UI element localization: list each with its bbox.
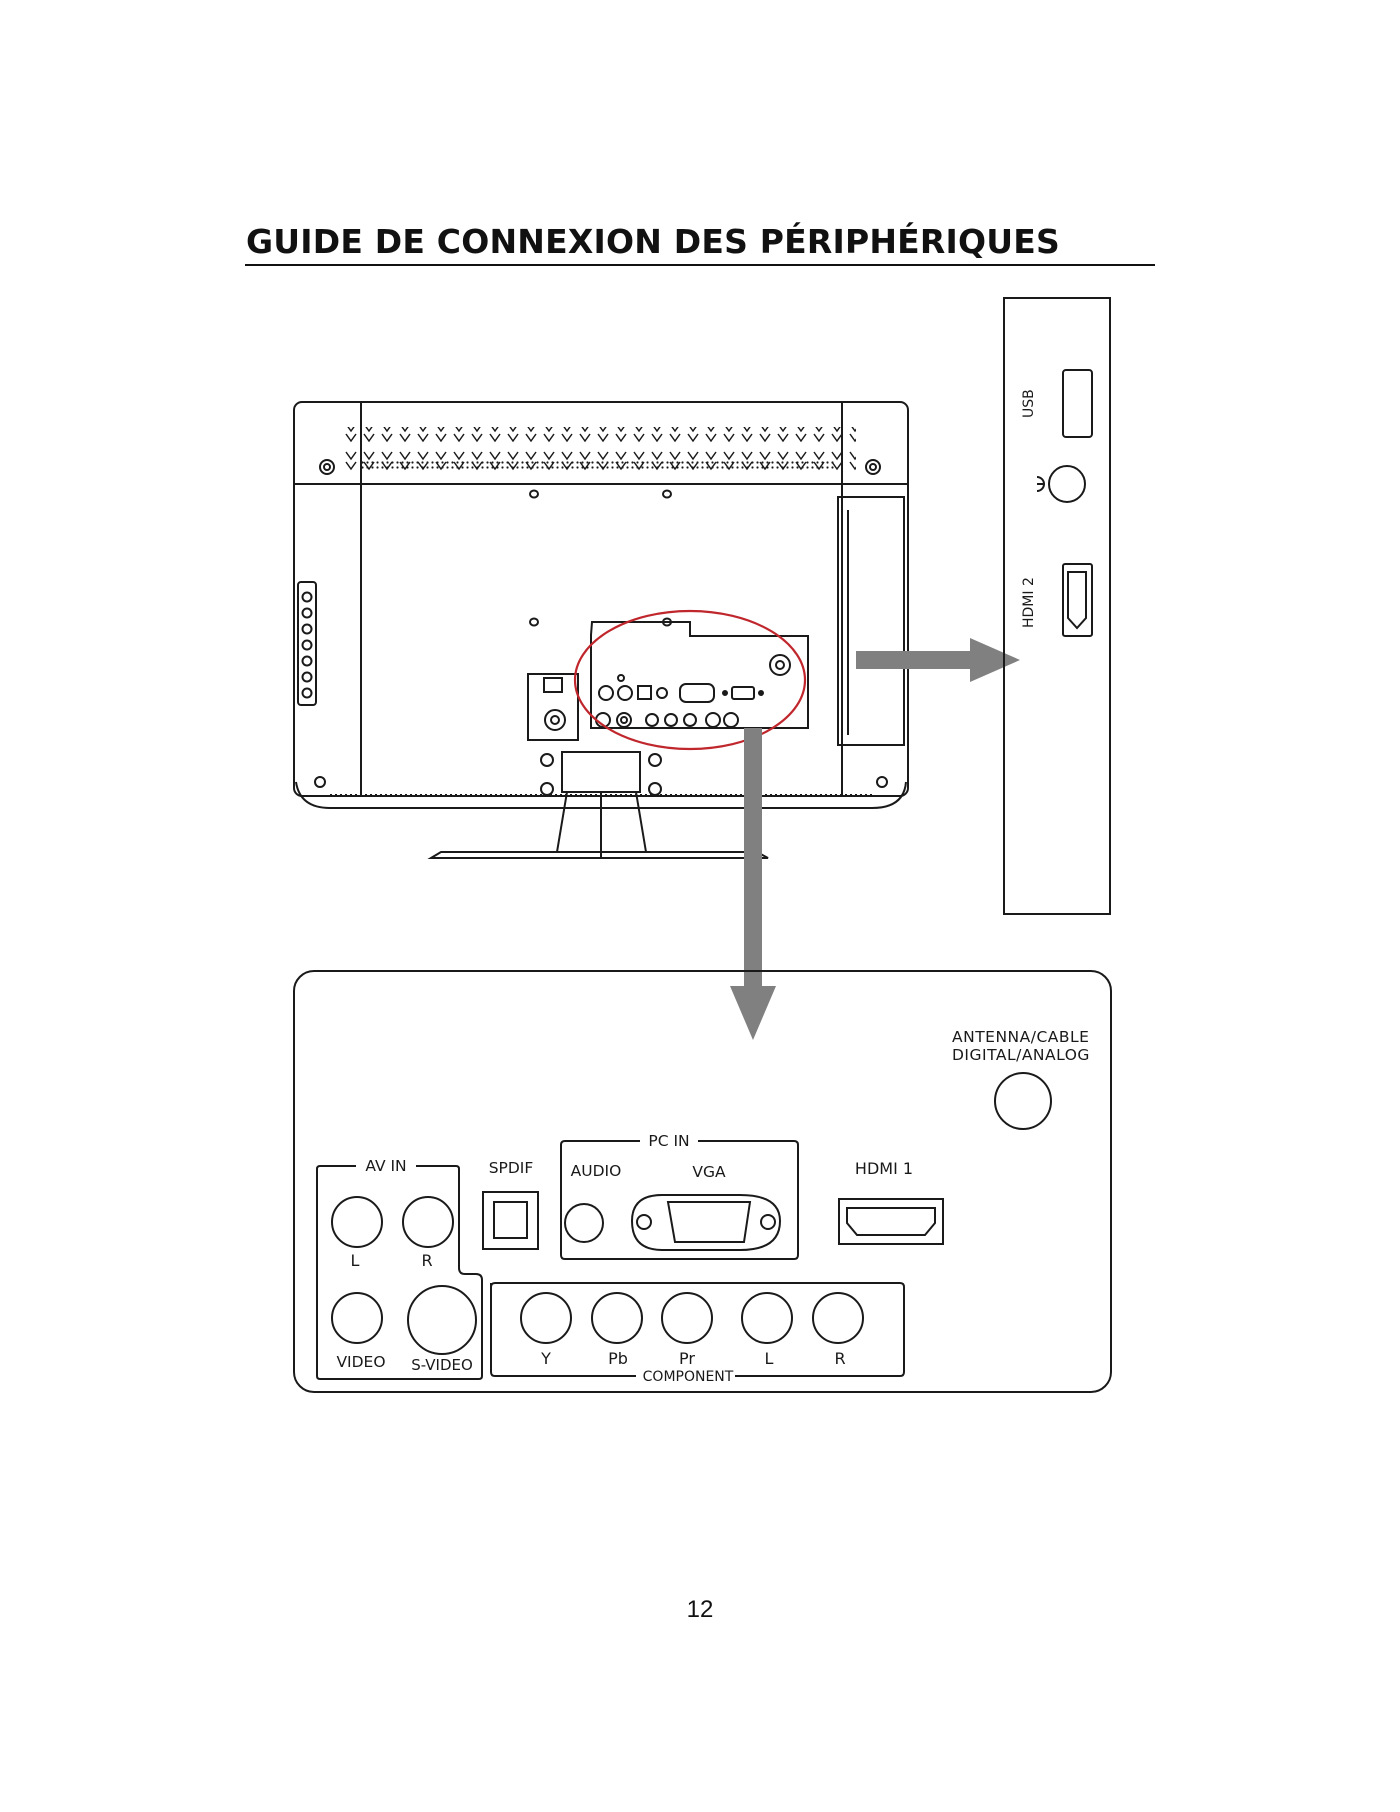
page-title: GUIDE DE CONNEXION DES PÉRIPHÉRIQUES <box>246 222 1060 261</box>
side-panel-frame <box>1003 297 1111 915</box>
pc-audio-label: AUDIO <box>571 1162 622 1180</box>
av-l-jack <box>331 1196 383 1248</box>
pc-in-group-frame <box>560 1140 799 1260</box>
component-l-jack <box>741 1292 793 1344</box>
usb-label: USB <box>1021 389 1037 418</box>
component-pr-label: Pr <box>679 1349 695 1368</box>
component-y-label: Y <box>540 1349 551 1368</box>
port-highlight-ellipse <box>573 609 807 751</box>
hdmi2-label: HDMI 2 <box>1021 577 1037 628</box>
component-y-jack <box>520 1292 572 1344</box>
av-r-jack <box>402 1196 454 1248</box>
spdif-port <box>482 1191 539 1250</box>
headphone-jack <box>1048 465 1086 503</box>
s-video-label: S-VIDEO <box>411 1356 473 1374</box>
pc-in-label: PC IN <box>648 1132 689 1150</box>
antenna-connector <box>994 1072 1052 1130</box>
page-number: 12 <box>686 1596 714 1623</box>
hdmi2-port <box>1062 563 1093 637</box>
video-label: VIDEO <box>336 1353 385 1371</box>
antenna-label-line2: DIGITAL/ANALOG <box>952 1046 1090 1064</box>
usb-port <box>1062 369 1093 438</box>
component-pr-jack <box>661 1292 713 1344</box>
component-label: COMPONENT <box>643 1369 734 1385</box>
s-video-jack <box>407 1285 477 1355</box>
pc-audio-jack <box>564 1203 604 1243</box>
av-l-label: L <box>351 1251 360 1270</box>
arrow-to-side-panel <box>856 638 1020 682</box>
vga-label: VGA <box>692 1163 726 1181</box>
av-in-label: AV IN <box>365 1157 406 1175</box>
tv-back-illustration <box>293 401 909 859</box>
component-pb-jack <box>591 1292 643 1344</box>
spdif-port-inner <box>493 1201 528 1239</box>
spdif-label: SPDIF <box>489 1159 534 1177</box>
av-in-group-frame <box>316 1165 483 1380</box>
component-r-label: R <box>834 1349 845 1368</box>
component-l-label: L <box>765 1349 774 1368</box>
arrow-to-rear-panel <box>730 728 776 1040</box>
antenna-label-line1: ANTENNA/CABLE <box>952 1028 1089 1046</box>
component-pb-label: Pb <box>608 1349 628 1368</box>
headphone-icon <box>1036 476 1045 492</box>
video-jack <box>331 1292 383 1344</box>
component-r-jack <box>812 1292 864 1344</box>
hdmi1-port <box>838 1198 944 1245</box>
rear-panel-frame <box>293 970 1112 1393</box>
title-underline <box>245 264 1155 266</box>
rear-panel: ANTENNA/CABLE DIGITAL/ANALOG AV IN L R V… <box>293 970 1112 1393</box>
component-group-frame <box>490 1282 905 1377</box>
vga-port <box>630 1194 782 1251</box>
hdmi1-label: HDMI 1 <box>855 1159 913 1178</box>
av-r-label: R <box>421 1251 432 1270</box>
side-panel: USB HDMI 2 <box>1003 297 1111 915</box>
